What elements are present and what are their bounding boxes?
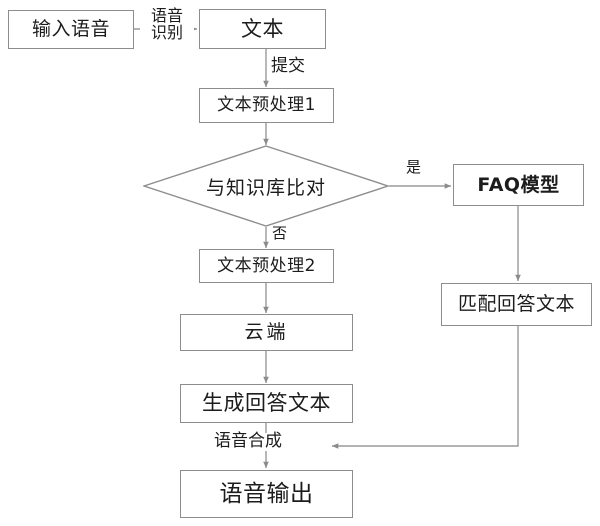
- edge-label-speech-recognition-line2: 识别: [150, 22, 183, 42]
- node-text[interactable]: 文本: [199, 9, 326, 49]
- node-preprocess-2-label: 文本预处理2: [217, 255, 316, 276]
- node-input-voice[interactable]: 输入语音: [8, 10, 134, 49]
- node-matched-answer-label: 匹配回答文本: [457, 293, 575, 315]
- edge-label-yes: 是: [406, 158, 422, 176]
- node-voice-output[interactable]: 语音输出: [180, 470, 353, 518]
- edge-label-no: 否: [272, 224, 288, 242]
- node-faq-model-label: FAQ模型: [477, 173, 560, 196]
- node-kb-compare-label: 与知识库比对: [205, 176, 326, 199]
- node-faq-model[interactable]: FAQ模型: [453, 164, 584, 206]
- edge-label-speech-recognition-line1: 语音: [150, 6, 183, 25]
- edge-label-speech-recognition: 语音 识别: [140, 6, 194, 42]
- node-generate-answer[interactable]: 生成回答文本: [180, 384, 353, 423]
- node-cloud[interactable]: 云端: [180, 314, 353, 351]
- node-generate-answer-label: 生成回答文本: [202, 391, 331, 415]
- node-voice-output-label: 语音输出: [219, 480, 314, 507]
- node-text-label: 文本: [241, 16, 284, 41]
- edge-label-speech-synthesis: 语音合成: [214, 431, 282, 451]
- node-matched-answer[interactable]: 匹配回答文本: [441, 283, 592, 326]
- node-preprocess-1-label: 文本预处理1: [217, 95, 316, 115]
- node-preprocess-2[interactable]: 文本预处理2: [199, 249, 334, 283]
- node-cloud-label: 云端: [244, 321, 289, 343]
- node-input-voice-label: 输入语音: [31, 18, 110, 40]
- node-preprocess-1[interactable]: 文本预处理1: [199, 88, 334, 123]
- edge-matched-to-synthesis: [332, 326, 519, 449]
- decision-diamond-shape: [143, 145, 389, 227]
- node-kb-compare[interactable]: 与知识库比对: [143, 145, 389, 227]
- edge-label-submit: 提交: [271, 56, 305, 76]
